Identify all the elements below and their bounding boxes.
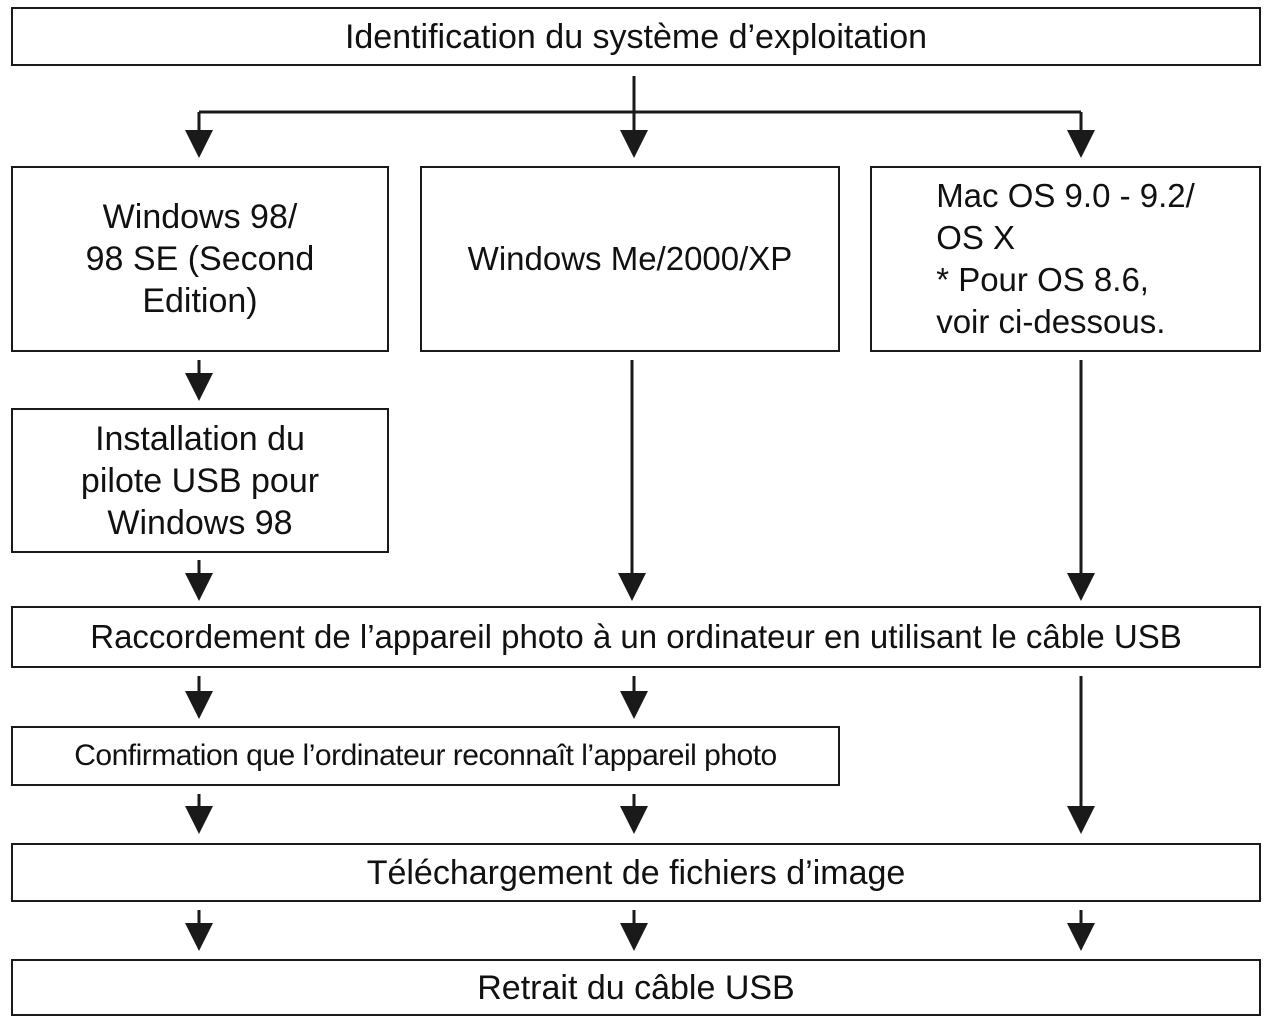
mac-os-label: Mac OS 9.0 - 9.2/ OS X * Pour OS 8.6, vo…	[936, 177, 1195, 340]
arrowhead-download-left	[185, 806, 213, 834]
usb-driver-install-label: Installation du pilote USB pour Windows …	[80, 419, 320, 542]
image-download-label: Téléchargement de fichiers d’image	[366, 853, 906, 892]
arrowhead-connect-right	[1067, 573, 1095, 601]
arrowhead-download-right	[1067, 806, 1095, 834]
usb-removal-box: Retrait du câble USB	[11, 959, 1261, 1016]
windows-98-label: Windows 98/ 98 SE (Second Edition)	[85, 198, 315, 320]
camera-recognition-label: Confirmation que l’ordinateur reconnaît …	[74, 739, 777, 772]
arrowhead-confirm-left	[185, 691, 213, 719]
arrowhead-driver	[185, 373, 213, 401]
usb-driver-install-box: Installation du pilote USB pour Windows …	[11, 408, 389, 553]
mac-os-box: Mac OS 9.0 - 9.2/ OS X * Pour OS 8.6, vo…	[870, 166, 1261, 352]
arrowhead-win98	[185, 130, 213, 158]
arrowhead-confirm-mid	[620, 691, 648, 719]
arrowhead-connect-left	[185, 573, 213, 601]
arrowhead-winme	[620, 130, 648, 158]
os-identification-label: Identification du système d’exploitation	[344, 17, 928, 56]
arrowhead-mac	[1067, 130, 1095, 158]
arrowhead-download-mid	[620, 806, 648, 834]
windows-me-2000-xp-label: Windows Me/2000/XP	[467, 240, 793, 277]
usb-connect-box: Raccordement de l’appareil photo à un or…	[11, 606, 1261, 668]
windows-me-2000-xp-box: Windows Me/2000/XP	[420, 166, 840, 352]
arrowhead-remove-mid	[620, 923, 648, 951]
camera-recognition-box: Confirmation que l’ordinateur reconnaît …	[11, 726, 840, 786]
usb-removal-label: Retrait du câble USB	[477, 968, 795, 1007]
os-identification-box: Identification du système d’exploitation	[11, 7, 1261, 66]
usb-connect-label: Raccordement de l’appareil photo à un or…	[90, 618, 1182, 655]
arrowhead-connect-mid	[618, 573, 646, 601]
arrowhead-remove-left	[185, 923, 213, 951]
image-download-box: Téléchargement de fichiers d’image	[11, 843, 1261, 902]
windows-98-box: Windows 98/ 98 SE (Second Edition)	[11, 166, 389, 352]
arrowhead-remove-right	[1067, 923, 1095, 951]
